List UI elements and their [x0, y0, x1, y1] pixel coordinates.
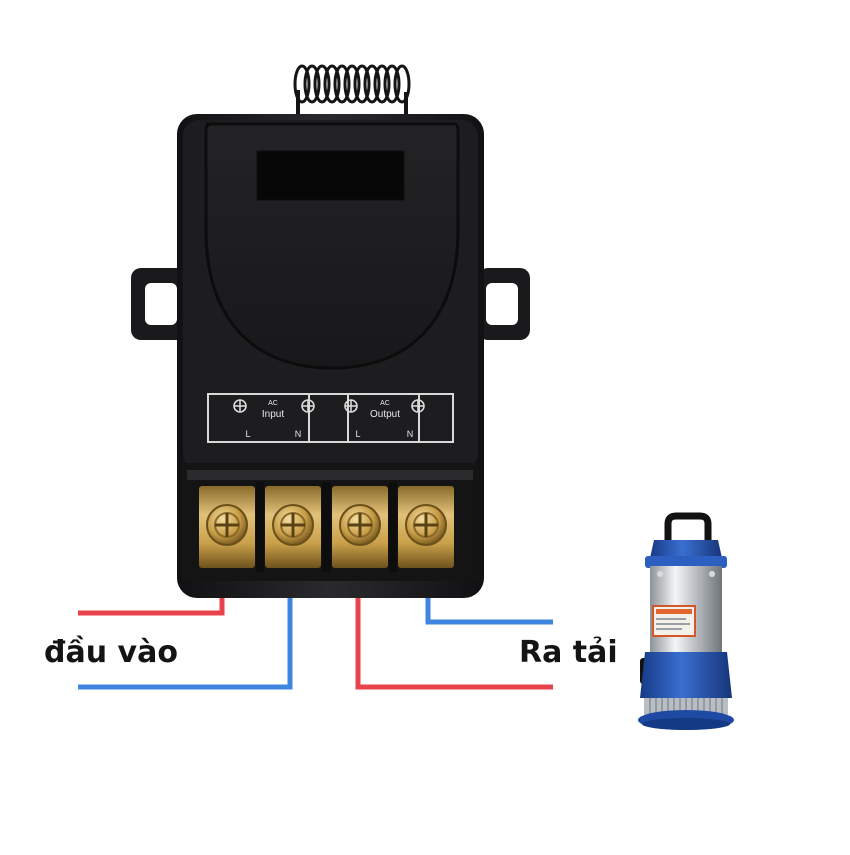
submersible-water-pump-icon — [638, 512, 734, 730]
terminal-output-n — [398, 486, 454, 568]
output-ac-label: AC — [380, 400, 390, 407]
terminal-output-l — [332, 486, 388, 568]
input-ac-label: AC — [268, 400, 278, 407]
output-live-wire — [355, 580, 553, 690]
coil-antenna-icon — [293, 64, 411, 116]
output-l-pin-label: L — [355, 429, 360, 439]
display-window — [256, 150, 405, 201]
output-label: Output — [370, 409, 400, 420]
output-caption: Ra tải — [519, 635, 618, 670]
input-n-pin-label: N — [295, 429, 302, 439]
terminal-input-n — [265, 486, 321, 568]
input-neutral-wire — [78, 580, 293, 690]
terminal-label-panel — [207, 393, 454, 443]
terminal-input-l — [199, 486, 255, 568]
output-n-pin-label: N — [407, 429, 414, 439]
input-l-pin-label: L — [245, 429, 250, 439]
input-label: Input — [262, 409, 284, 420]
terminal-block — [199, 486, 454, 568]
input-caption: đầu vào — [44, 635, 178, 670]
rf-relay-receiver-icon: AC Input L N AC Output L N — [131, 114, 530, 598]
